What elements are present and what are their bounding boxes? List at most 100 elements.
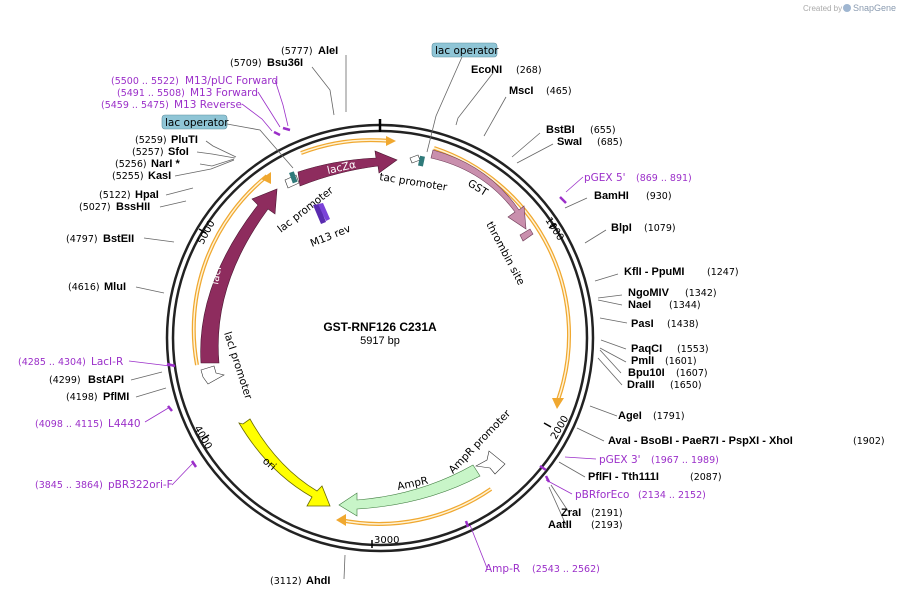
site-pos: (2087) <box>690 472 722 483</box>
tick-4000: 4000 <box>191 424 213 452</box>
site-leaders <box>130 55 628 580</box>
site-pos: (5255) <box>112 171 144 182</box>
primer-leaders <box>128 79 597 569</box>
site-pos: (1791) <box>653 411 685 422</box>
site-label: HpaI <box>135 189 159 201</box>
site-label: NaeI <box>628 299 651 311</box>
site-label: NgoMIV <box>628 287 670 299</box>
site-pos: (1438) <box>667 319 699 330</box>
site-label: PmlI <box>631 355 654 367</box>
site-label: DraIII <box>627 379 655 391</box>
primer-label: Amp-R <box>485 563 520 575</box>
feature-laci-promoter <box>200 365 225 385</box>
feature-lac-operator-1 <box>418 155 425 167</box>
plasmid-size: 5917 bp <box>360 335 400 347</box>
site-label: MscI <box>509 85 533 97</box>
feature-ori <box>238 418 331 507</box>
site-label: KasI <box>148 170 171 182</box>
site-label: EcoNI <box>471 64 502 76</box>
site-label: BstBI <box>546 124 575 136</box>
site-label: AhdI <box>306 575 330 587</box>
site-pos: (5709) <box>230 58 262 69</box>
feature-laci <box>200 188 278 364</box>
site-label: NarI * <box>151 158 180 170</box>
primer-label: pGEX 5' <box>584 172 626 184</box>
label-laci-promoter: lacI promoter <box>221 330 254 401</box>
snapgene-logo-icon <box>843 4 851 12</box>
primer-label: LacI-R <box>91 356 123 368</box>
primer-label: pGEX 3' <box>599 454 641 466</box>
plasmid-name: GST-RNF126 C231A <box>323 320 437 334</box>
primer-label: M13 Reverse <box>174 99 242 111</box>
site-label: BssHII <box>116 201 150 213</box>
site-pos: (1553) <box>677 344 709 355</box>
site-pos: (1344) <box>669 300 701 311</box>
site-label: PaqCI <box>631 343 662 355</box>
primer-pos: (4098 .. 4115) <box>35 419 103 430</box>
primer-pos: (5459 .. 5475) <box>101 100 169 111</box>
orf-arcs <box>191 136 572 526</box>
site-label: PflFI - Tth111I <box>588 471 659 483</box>
site-label: AleI <box>318 45 338 57</box>
site-pos: (5259) <box>135 135 167 146</box>
site-label: Bsu36I <box>267 57 303 69</box>
site-label: ZraI <box>561 507 581 519</box>
primer-label: M13 Forward <box>190 87 258 99</box>
site-pos: (1902) <box>853 436 885 447</box>
orf-arrowhead-lacz <box>386 136 396 146</box>
site-pos: (2193) <box>591 520 623 531</box>
site-pos: (1650) <box>670 380 702 391</box>
label-tac-promoter: tac promoter <box>379 171 449 194</box>
feature-lacZa <box>297 150 398 187</box>
lac-operator-box-1: lac operator <box>431 42 499 58</box>
primer-label: pBRforEco <box>575 489 629 501</box>
orf-arrowhead-ampr <box>336 514 346 526</box>
feature-lac-operator-2 <box>289 171 298 184</box>
site-pos: (4299) <box>49 375 81 386</box>
site-pos: (2191) <box>591 508 623 519</box>
primer-pos: (4285 .. 4304) <box>18 357 86 368</box>
site-pos: (1247) <box>707 267 739 278</box>
label-lacZa: lacZα <box>326 159 357 177</box>
feature-tac-promoter <box>409 154 421 164</box>
primer-pos: (1967 .. 1989) <box>651 455 719 466</box>
site-label: PasI <box>631 318 654 330</box>
site-pos: (5256) <box>115 159 147 170</box>
site-pos: (5777) <box>281 46 313 57</box>
orf-arrowhead-laci <box>261 172 271 184</box>
site-label: MluI <box>104 281 126 293</box>
site-pos: (5122) <box>99 190 131 201</box>
feature-ampr <box>338 464 481 517</box>
site-label: AgeI <box>618 410 642 422</box>
primer-pos: (5491 .. 5508) <box>117 88 185 99</box>
credit-brand: SnapGene <box>853 3 896 13</box>
lac-operator-box-1-label: lac operator <box>435 45 499 57</box>
feature-thrombin <box>519 228 534 242</box>
primer-pos: (869 .. 891) <box>636 173 692 184</box>
primer-label: M13/pUC Forward <box>185 75 278 87</box>
site-label: SwaI <box>557 136 582 148</box>
feature-m13rev <box>313 203 330 224</box>
label-lac-promoter: lac promoter <box>275 184 336 235</box>
site-label: BstAPI <box>88 374 124 386</box>
site-label: PluTI <box>171 134 198 146</box>
site-pos: (4797) <box>66 234 98 245</box>
label-m13rev: M13 rev <box>309 223 353 250</box>
site-label: PflMI <box>103 391 129 403</box>
site-pos: (1607) <box>676 368 708 379</box>
primer-pos: (5500 .. 5522) <box>111 76 179 87</box>
site-pos: (5027) <box>79 202 111 213</box>
site-pos: (268) <box>516 65 542 76</box>
lac-operator-box-2: lac operator <box>161 114 229 130</box>
primer-pos: (2543 .. 2562) <box>532 564 600 575</box>
site-label: AatII <box>548 519 572 531</box>
site-pos: (5257) <box>132 147 164 158</box>
orf-arrowhead-gst <box>552 398 564 409</box>
site-labels: (5777) AleI (5709) Bsu36I EcoNI (268) Ms… <box>49 45 885 587</box>
site-pos: (4616) <box>68 282 100 293</box>
primer-pos: (3845 .. 3864) <box>35 480 103 491</box>
site-label: Bpu10I <box>628 367 665 379</box>
site-pos: (465) <box>546 86 572 97</box>
feature-ampr-promoter <box>475 450 506 475</box>
